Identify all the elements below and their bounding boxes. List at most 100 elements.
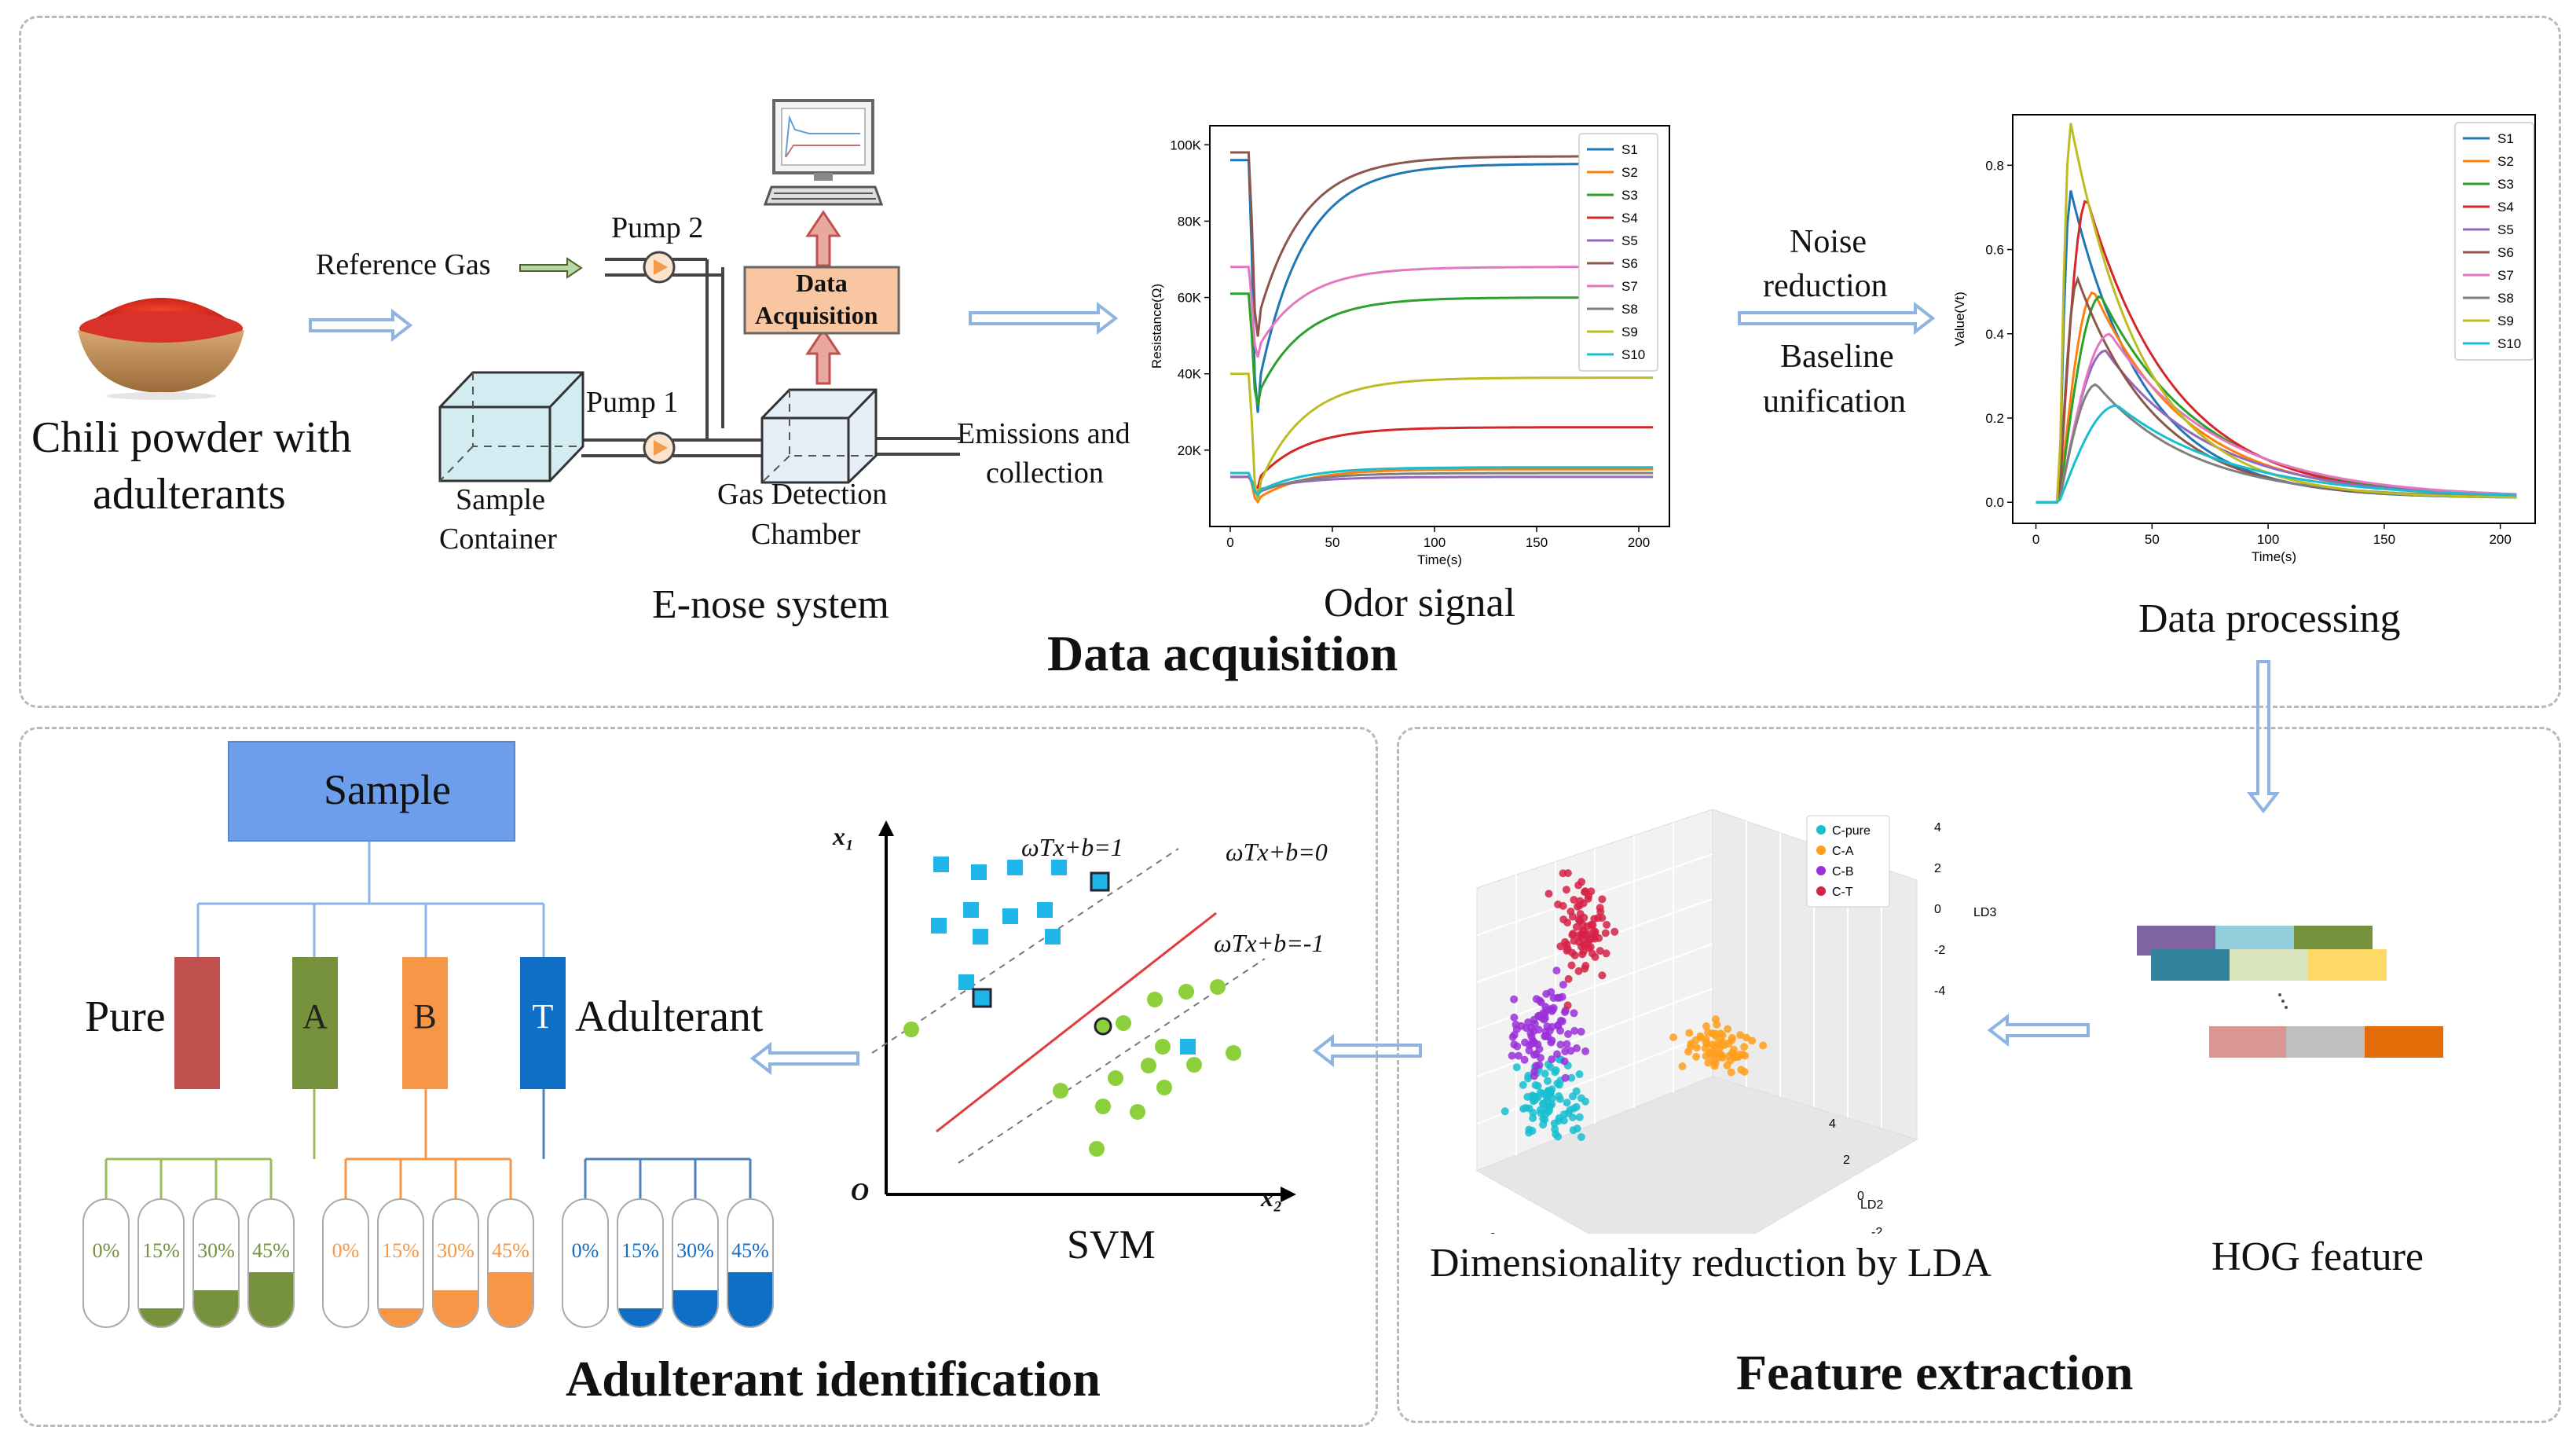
- lda-point: [1526, 1029, 1535, 1038]
- lda-point: [1519, 1105, 1527, 1113]
- baseline-line1: Baseline: [1780, 339, 1894, 375]
- lda-point: [1539, 1009, 1548, 1018]
- series-line-S10: [1230, 466, 1654, 497]
- lda-point: [1603, 920, 1611, 929]
- series-line-S10: [2036, 404, 2517, 504]
- svm-class1-point: [1180, 1039, 1196, 1055]
- svm-class1-point: [1002, 908, 1018, 924]
- lda-point: [1712, 1032, 1720, 1040]
- lda-point: [1570, 951, 1579, 959]
- tube-0%: 0%: [562, 1198, 609, 1328]
- lda-point: [1563, 1040, 1571, 1048]
- lda-point: [1544, 1087, 1552, 1095]
- lda-point: [1577, 878, 1586, 886]
- lda-point: [1517, 1022, 1526, 1030]
- legend-box: [2454, 122, 2534, 361]
- legend-label-S10: S10: [1621, 347, 1645, 362]
- sample-label: Sample: [324, 766, 451, 813]
- lda-point: [1588, 921, 1597, 930]
- tube-30%: 30%: [432, 1198, 479, 1328]
- tube-15%: 15%: [617, 1198, 664, 1328]
- svm-class2-point: [1156, 1080, 1172, 1095]
- x-axis-label: Time(s): [2252, 549, 2296, 564]
- x-tick-label: 50: [1325, 535, 1340, 550]
- lda-point: [1560, 1057, 1569, 1066]
- tube-fill: [194, 1290, 238, 1326]
- lda-point: [1567, 1073, 1576, 1082]
- lda-point: [1716, 1053, 1724, 1062]
- pump2-icon: [643, 251, 676, 284]
- lda-point: [1501, 1107, 1509, 1116]
- y-tick-label: 100K: [1170, 138, 1201, 152]
- legend-label-S5: S5: [2497, 222, 2514, 237]
- lda-point: [1569, 930, 1577, 938]
- lda-point: [1573, 1044, 1581, 1052]
- feature-title: Feature extraction: [1736, 1344, 2134, 1400]
- lda-point: [1587, 887, 1596, 896]
- lda-point: [1581, 931, 1590, 940]
- svm-class1-point: [933, 857, 949, 872]
- svm-class2-point: [1141, 1058, 1156, 1073]
- svm-origin: O: [851, 1177, 870, 1205]
- lda-point: [1514, 1051, 1523, 1060]
- lda-legend-marker: [1816, 846, 1826, 855]
- lda-point: [1581, 964, 1589, 973]
- lda-point: [1578, 920, 1587, 929]
- lda-point: [1580, 913, 1588, 922]
- lda-point: [1555, 1114, 1563, 1122]
- legend-label-S9: S9: [2497, 314, 2514, 328]
- lda-point: [1669, 1033, 1677, 1042]
- lda-point: [1525, 1125, 1534, 1134]
- tube-label: 45%: [252, 1239, 290, 1262]
- lda-point: [1524, 1074, 1532, 1083]
- x-tick-label: 0: [2032, 532, 2039, 547]
- lda-legend-marker: [1816, 866, 1826, 875]
- lda-point: [1591, 928, 1599, 937]
- legend-label-S1: S1: [2497, 131, 2514, 146]
- gas-chamber-line2: Chamber: [751, 518, 861, 551]
- tube-label: 0%: [571, 1239, 599, 1262]
- lda-point: [1547, 1038, 1555, 1047]
- lda-caption: Dimensionality reduction by LDA: [1430, 1241, 1992, 1286]
- acquisition-title: Data acquisition: [1047, 625, 1398, 681]
- svm-class2-point: [1116, 1015, 1131, 1031]
- tube-label: 45%: [731, 1239, 769, 1262]
- lda-point: [1512, 1063, 1521, 1072]
- emissions-line2: collection: [986, 457, 1104, 490]
- lda-point: [1548, 1095, 1556, 1102]
- legend-label-S6: S6: [1621, 256, 1638, 271]
- tube-fill: [489, 1272, 533, 1326]
- svm-support-vector-square: [972, 988, 992, 1008]
- gas-chamber-cube: [760, 388, 878, 484]
- lda-point: [1687, 1040, 1695, 1048]
- lda-3d-scatter: -6-4-202468420-2-4420-2-4LD1LD2LD3C-pure…: [1475, 809, 1996, 1234]
- chili-bowl-image: [78, 298, 244, 400]
- tube-label: 45%: [492, 1239, 529, 1262]
- series-line-S7: [2036, 332, 2517, 504]
- lda-point: [1544, 1077, 1552, 1085]
- lda-point: [1549, 994, 1558, 1002]
- y-tick-label: 40K: [1178, 367, 1202, 382]
- svm-class2-point: [1108, 1070, 1123, 1086]
- lda-point: [1569, 1126, 1577, 1135]
- lda-cluster-C-B: [1508, 967, 1590, 1082]
- lda-z-tick: 2: [1934, 862, 1941, 875]
- lda-point: [1520, 1055, 1529, 1064]
- lda-point: [1678, 1062, 1687, 1070]
- lda-point: [1581, 1047, 1590, 1055]
- lda-point: [1563, 946, 1571, 955]
- lda-point: [1564, 974, 1573, 983]
- legend-label-S8: S8: [1621, 302, 1638, 317]
- lda-point: [1713, 1020, 1721, 1029]
- lda-point: [1602, 949, 1610, 958]
- lda-legend-label: C-T: [1832, 886, 1853, 899]
- lda-point: [1548, 1055, 1556, 1064]
- svm-class1-point: [931, 918, 947, 934]
- tube-label: 30%: [676, 1239, 714, 1262]
- lda-point: [1725, 1051, 1734, 1060]
- lda-point: [1552, 967, 1561, 975]
- tube-fill: [249, 1272, 293, 1326]
- tube-0%: 0%: [322, 1198, 369, 1328]
- legend-label-S2: S2: [2497, 154, 2514, 169]
